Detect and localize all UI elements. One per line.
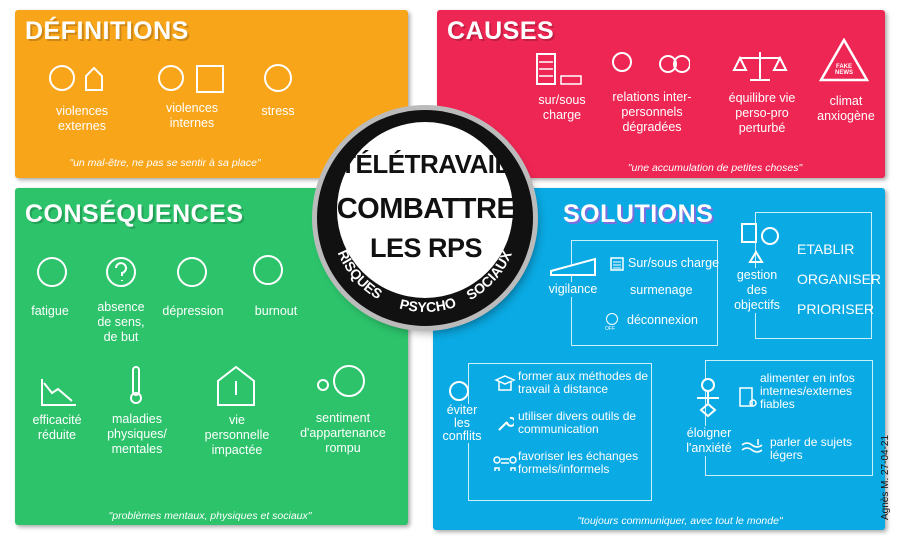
center-badge-inner: [337, 122, 513, 298]
thermometer-icon: [130, 366, 142, 404]
off-label: OFF: [605, 326, 615, 332]
spyglass-icon: [550, 257, 596, 276]
sad-face-icon: [177, 257, 207, 287]
vigilance-item: Sur/sous charge: [628, 256, 720, 270]
document-search-icon: [739, 387, 757, 407]
causes-quote: "une accumulation de petites choses": [627, 162, 803, 174]
causes-panel: [437, 10, 885, 178]
vigilance-item: surmenage: [630, 283, 693, 297]
anxiete-box: [705, 360, 873, 476]
people-conflict-icon: [612, 52, 690, 73]
shapes-icon: [741, 223, 779, 263]
objectif-prioriser: PRIORISER: [797, 301, 875, 317]
consequences-title: CONSÉQUENCES: [25, 200, 244, 228]
definition-violences-internes: violences internes: [165, 101, 219, 130]
cause-climat: climat anxiogène: [817, 94, 875, 123]
conflit-item: favoriser les échanges formels/informels: [518, 449, 639, 476]
balance-scale-icon: [732, 52, 788, 81]
definitions-quote: "un mal-être, ne pas se sentir à sa plac…: [69, 157, 261, 169]
angry-face-house-icon: [49, 65, 103, 91]
cause-relations: relations inter-personnels dégradées: [597, 90, 707, 135]
signature: Agnès M. 27-04-21: [880, 434, 891, 520]
objectifs-label: gestion des objectifs: [731, 268, 783, 313]
ring-psycho: PSYCHO: [398, 294, 458, 315]
dizzy-face-icon: [253, 255, 283, 285]
consequence-maladies: maladies physiques/ mentales: [107, 412, 167, 456]
ring-sociaux: SOCIAUX: [463, 247, 515, 303]
graduation-cap-icon: [494, 375, 516, 391]
vigilance-label: vigilance: [548, 282, 598, 297]
wrench-icon: [498, 416, 514, 431]
cause-sur-sous-charge: sur/sous charge: [538, 93, 586, 122]
center-title-teletravail: TÉLÉTRAVAIL: [340, 149, 510, 179]
conflit-item: utiliser divers outils de communication: [518, 409, 637, 436]
document-stack-icon: [536, 53, 582, 85]
consequences-quote: "problèmes mentaux, physiques et sociaux…: [108, 510, 312, 522]
exchange-icon: [493, 456, 517, 471]
declining-chart-icon: [41, 379, 76, 406]
anxiete-item: parler de sujets légers: [770, 435, 853, 462]
definition-stress: stress: [261, 104, 295, 118]
angry-face-icon: [449, 381, 469, 401]
svg-text:PSYCHO: PSYCHO: [398, 294, 458, 315]
consequence-burnout: burnout: [254, 304, 298, 318]
center-title-rps: LES RPS: [369, 233, 483, 263]
anxiete-item: alimenter en infos internes/externes fia…: [760, 371, 855, 411]
consequence-appartenance: sentiment d'appartenance rompu: [300, 411, 386, 455]
solutions-quote: "toujours communiquer, avec tout le mond…: [577, 515, 783, 527]
list-icon: [610, 257, 624, 271]
anxiete-label: éloigner l'anxiété: [679, 426, 739, 456]
fake-news-warning-icon: [819, 38, 869, 82]
ring-risques: RISQUES: [335, 247, 385, 302]
tired-face-icon: [37, 257, 67, 287]
consequence-fatigue: fatigue: [31, 304, 69, 318]
cause-equilibre: équilibre vie perso-pro perturbé: [728, 91, 796, 135]
conflit-item: former aux méthodes de travail à distanc…: [518, 369, 649, 396]
meditating-person-icon: [697, 378, 719, 418]
consequence-absence-de-sens: absence de sens, de but: [97, 300, 145, 344]
center-ring-text: RISQUES PSYCHO SOCIAUX: [335, 247, 515, 315]
angry-face-building-icon: [158, 65, 224, 93]
causes-title: CAUSES: [447, 17, 555, 45]
vigilance-item: déconnexion: [627, 313, 698, 327]
consequence-depression: dépression: [162, 304, 224, 318]
stressed-face-icon: [264, 64, 292, 92]
wind-music-icon: [741, 439, 763, 453]
power-off-icon: [606, 313, 618, 325]
svg-text:RISQUES: RISQUES: [335, 247, 385, 302]
consequence-efficacite: efficacité réduite: [32, 413, 82, 442]
definition-violences-externes: violences externes: [55, 104, 109, 133]
isolated-group-icon: [317, 365, 365, 397]
center-title-combattre: COMBATTRE: [336, 193, 516, 225]
objectif-organiser: ORGANISER: [797, 271, 882, 287]
solutions-title: SOLUTIONS: [563, 200, 714, 228]
definitions-title: DÉFINITIONS: [25, 17, 189, 45]
broken-house-icon: [217, 365, 255, 406]
objectif-etablir: ETABLIR: [797, 241, 855, 257]
cause-relations-label: relations inter-personnels dégradées: [612, 90, 692, 134]
conflits-label: éviter les conflits: [437, 404, 487, 443]
svg-text:SOCIAUX: SOCIAUX: [463, 247, 515, 303]
fake-news-text: FAKE NEWS: [835, 64, 853, 76]
question-mark-icon: [106, 257, 136, 287]
consequence-vie-personnelle: vie personnelle impactée: [204, 413, 270, 457]
